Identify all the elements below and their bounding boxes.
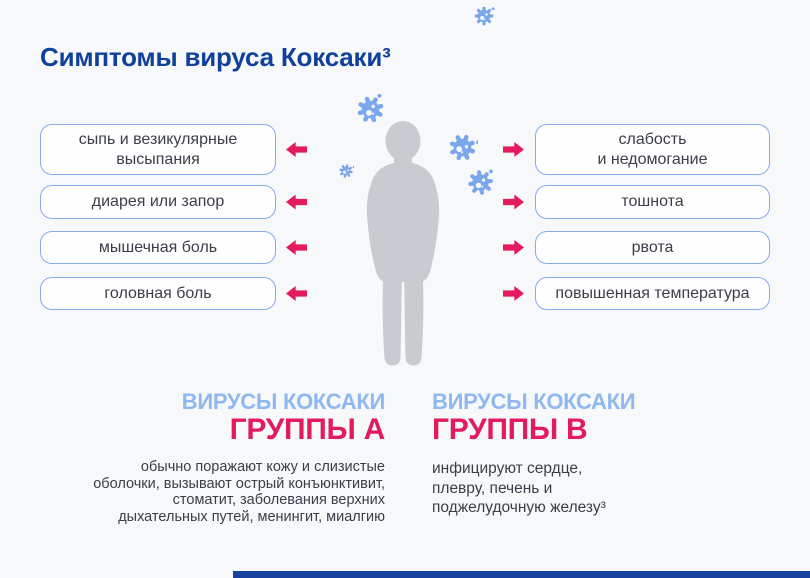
arrow-icon (503, 240, 524, 255)
symptom-box-left-3: мышечная боль (40, 231, 276, 264)
page-title: Симптомы вируса Коксаки³ (40, 42, 391, 72)
group-b-kicker: ВИРУСЫ КОКСАКИ (432, 389, 636, 414)
footer-accent-bar (233, 571, 810, 578)
virus-icon (466, 168, 495, 197)
group-b-description: инфицируют сердце, плевру, печень и подж… (432, 460, 606, 516)
child-body-silhouette (366, 121, 440, 366)
symptom-box-left-4: головная боль (40, 277, 276, 310)
symptom-box-right-2: тошнота (535, 185, 770, 219)
symptom-box-right-4: повышенная температура (535, 277, 770, 310)
arrow-icon (286, 286, 307, 301)
virus-icon (447, 132, 478, 163)
arrow-icon (503, 194, 524, 210)
virus-icon (474, 5, 495, 26)
virus-icon (355, 94, 386, 125)
arrow-icon (503, 142, 524, 157)
group-a-description: обычно поражают кожу и слизистые оболочк… (93, 459, 385, 525)
arrow-icon (286, 240, 307, 255)
symptom-box-right-1: слабость и недомогание (535, 124, 770, 175)
arrow-icon (286, 142, 307, 157)
arrow-icon (286, 194, 307, 210)
group-b-section: ВИРУСЫ КОКСАКИ ГРУППЫ В инфицируют сердц… (432, 389, 636, 518)
symptom-box-left-1: сыпь и везикулярные высыпания (40, 124, 276, 175)
virus-icon (338, 163, 354, 179)
group-a-section: ВИРУСЫ КОКСАКИ ГРУППЫ А обычно поражают … (93, 391, 385, 525)
group-a-name: ГРУППЫ А (229, 413, 386, 446)
symptom-box-left-2: диарея или запор (40, 185, 276, 219)
group-a-kicker: ВИРУСЫ КОКСАКИ (181, 389, 386, 414)
group-b-name: ГРУППЫ В (432, 413, 588, 446)
symptom-box-right-3: рвота (535, 231, 770, 264)
arrow-icon (503, 286, 524, 301)
